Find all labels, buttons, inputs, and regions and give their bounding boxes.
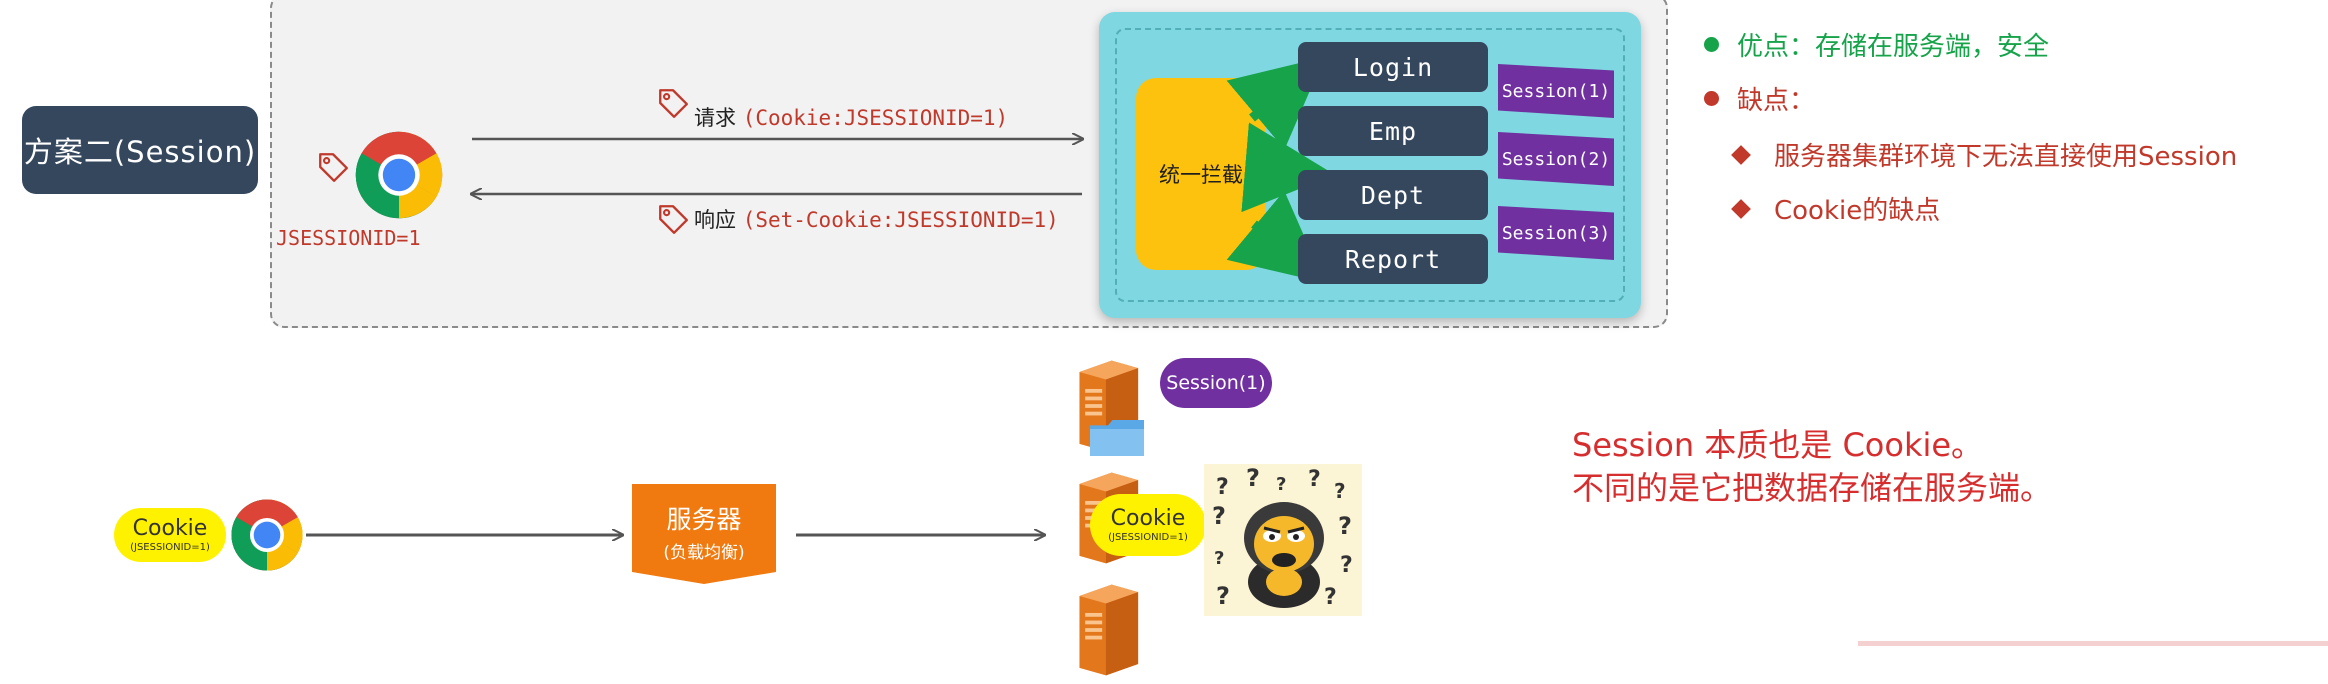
svg-text:?: ? xyxy=(1340,553,1353,578)
svg-text:?: ? xyxy=(1324,585,1337,610)
cookie-title: Cookie xyxy=(1110,506,1186,532)
pros-item: 优点：存储在服务端，安全 xyxy=(1704,26,2049,63)
bullet-icon xyxy=(1704,37,1719,52)
interceptor-arrows xyxy=(1226,57,1335,283)
svg-text:?: ? xyxy=(1308,467,1321,492)
server-inner-border xyxy=(1115,28,1625,302)
svg-text:?: ? xyxy=(1338,512,1352,540)
cluster-arrows xyxy=(306,0,2328,646)
response-label: 响应 (Set-Cookie:JSESSIONID=1) xyxy=(694,204,1059,234)
server-session-pill: Session(1) xyxy=(1160,358,1272,408)
request-value: (Cookie:JSESSIONID=1) xyxy=(742,106,1009,130)
scheme-label: 方案二(Session) xyxy=(22,106,258,194)
folder-icon xyxy=(1090,420,1144,456)
cookie-subtitle: (JSESSIONID=1) xyxy=(1108,531,1188,543)
resource-report: Report xyxy=(1298,234,1488,284)
client-cookie-pill: Cookie (JSESSIONID=1) xyxy=(114,508,226,562)
note-line-1: Session 本质也是 Cookie。 xyxy=(1572,426,1984,464)
confused-monkey-icon: ? ? ? ? ? ? ? ? ? ? ? xyxy=(1204,464,1362,616)
client-cookie-id: JSESSIONID=1 xyxy=(276,226,421,250)
note-text: Session 本质也是 Cookie。 不同的是它把数据存储在服务端。 xyxy=(1572,424,2052,510)
resource-emp: Emp xyxy=(1298,106,1488,156)
resource-dept: Dept xyxy=(1298,170,1488,220)
bullet-icon xyxy=(1704,91,1719,106)
note-line-2: 不同的是它把数据存储在服务端。 xyxy=(1572,469,2053,508)
resource-login: Login xyxy=(1298,42,1488,92)
request-label-text: 请求 xyxy=(694,106,736,130)
cons-item-text: Cookie的缺点 xyxy=(1774,196,1941,226)
svg-text:?: ? xyxy=(1216,582,1230,610)
session-flag-2: Session(2) xyxy=(1498,132,1614,186)
svg-text:?: ? xyxy=(1276,474,1286,495)
response-value: (Set-Cookie:JSESSIONID=1) xyxy=(742,208,1059,232)
cons-title: 缺点： xyxy=(1704,80,1815,117)
cons-item-2: Cookie的缺点 xyxy=(1731,190,1941,227)
cons-text: 缺点： xyxy=(1737,86,1816,116)
cookie-subtitle: (JSESSIONID=1) xyxy=(130,541,210,553)
cons-item-1: 服务器集群环境下无法直接使用Session xyxy=(1731,136,2238,173)
flow-arrows xyxy=(0,0,2328,646)
request-label: 请求 (Cookie:JSESSIONID=1) xyxy=(694,102,1008,132)
footer-bar xyxy=(1858,641,2328,646)
cons-item-text: 服务器集群环境下无法直接使用Session xyxy=(1774,142,2238,172)
load-balancer-box: 服务器 (负载均衡) xyxy=(632,484,776,584)
svg-text:?: ? xyxy=(1334,479,1346,503)
response-label-text: 响应 xyxy=(694,208,736,232)
load-balancer-subtitle: (负载均衡) xyxy=(663,542,745,563)
cookie-title: Cookie xyxy=(132,516,208,542)
svg-text:?: ? xyxy=(1216,475,1229,500)
svg-text:?: ? xyxy=(1212,502,1226,530)
server-cookie-pill: Cookie (JSESSIONID=1) xyxy=(1090,494,1206,556)
session-flag-3: Session(3) xyxy=(1498,206,1614,260)
load-balancer-title: 服务器 xyxy=(666,504,742,534)
server-tower-icon xyxy=(1070,580,1140,680)
session-flag-1: Session(1) xyxy=(1498,64,1614,118)
svg-text:?: ? xyxy=(1214,548,1224,569)
svg-text:?: ? xyxy=(1246,464,1260,492)
pros-text: 优点：存储在服务端，安全 xyxy=(1737,32,2050,62)
